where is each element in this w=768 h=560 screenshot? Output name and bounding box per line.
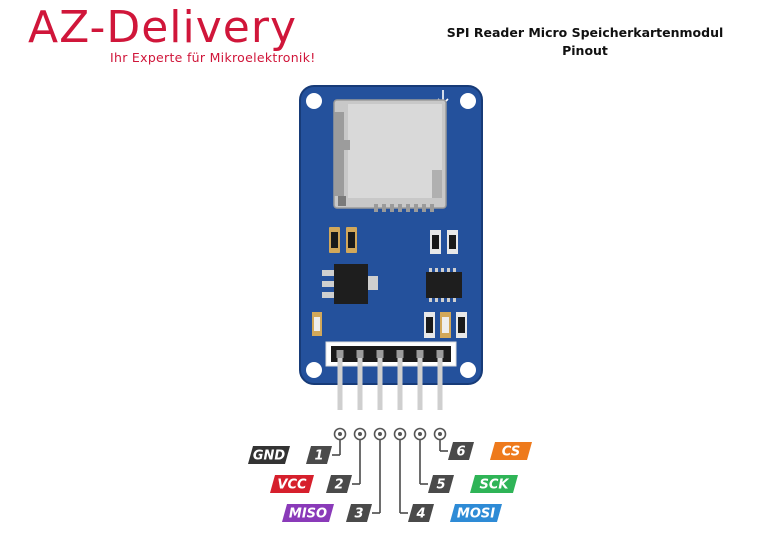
- mounting-hole: [306, 93, 322, 109]
- pin-number-tag: [306, 446, 332, 464]
- pin-number: 4: [415, 507, 425, 522]
- title-line-1: SPI Reader Micro Speicherkartenmodul: [446, 25, 724, 40]
- pin-name-tag: [490, 442, 532, 460]
- micro-sd-slot: [333, 99, 447, 212]
- pin-leg: [337, 352, 343, 410]
- pin-name: VCC: [277, 478, 307, 493]
- pin-name-tag: [282, 504, 334, 522]
- pin-number: 3: [354, 507, 363, 522]
- page-title: SPI Reader Micro Speicherkartenmodul Pin…: [420, 24, 750, 60]
- pin-number: 5: [436, 478, 445, 493]
- mounting-hole: [460, 93, 476, 109]
- pin-hole-center: [338, 432, 342, 436]
- mounting-hole: [460, 362, 476, 378]
- pin-name: MISO: [289, 507, 327, 522]
- pin-callout-gnd: 1 GND: [248, 350, 347, 464]
- pin-leg: [417, 352, 423, 410]
- pin-name: GND: [253, 449, 286, 464]
- pin-callout-vcc: 2 VCC: [270, 350, 367, 493]
- pin-number: 6: [456, 445, 465, 460]
- pin-solder: [356, 350, 364, 358]
- pins-layer: 1 GND 2 VCC 3 MISO 4 MOSI 5 SCK 6 CS: [248, 350, 532, 522]
- pin-number: 1: [314, 449, 323, 464]
- voltage-regulator: [322, 264, 378, 304]
- level-shifter-chip: [426, 268, 462, 302]
- pin-leg: [377, 352, 383, 410]
- pin-solder: [416, 350, 424, 358]
- pin-number-tag: [346, 504, 372, 522]
- pin-name-tag: [270, 475, 314, 493]
- pin-name: SCK: [480, 478, 510, 493]
- smd-component: [329, 227, 357, 253]
- mounting-hole: [306, 362, 322, 378]
- title-line-2: Pinout: [562, 43, 608, 58]
- brand-tagline: Ihr Experte für Mikroelektronik!: [110, 50, 316, 65]
- smd-component: [430, 230, 458, 254]
- pin-hole-center: [358, 432, 362, 436]
- pin-callout-mosi: 4 MOSI: [393, 350, 502, 522]
- pin-number-tag: [428, 475, 454, 493]
- brand-name: AZ-Delivery: [28, 2, 297, 53]
- pin-solder: [376, 350, 384, 358]
- pin-hole-center: [398, 432, 402, 436]
- pin-callout-miso: 3 MISO: [282, 350, 387, 522]
- sd-module-board: [299, 85, 483, 385]
- pin-leg: [357, 352, 363, 410]
- smd-component: [312, 312, 467, 338]
- pin-name-tag: [450, 504, 502, 522]
- pin-name-tag: [470, 475, 518, 493]
- pin-solder: [436, 350, 444, 358]
- pin-leg: [397, 352, 403, 410]
- pin-number: 2: [334, 478, 343, 493]
- pin-solder: [336, 350, 344, 358]
- pin-name: CS: [502, 445, 520, 460]
- pin-hole-center: [438, 432, 442, 436]
- pin-callout-cs: 6 CS: [433, 350, 532, 460]
- pin-leg: [437, 352, 443, 410]
- pin-name-tag: [248, 446, 290, 464]
- pin-name: MOSI: [457, 507, 495, 522]
- pin-number-tag: [408, 504, 434, 522]
- pin-number-tag: [448, 442, 474, 460]
- pin-solder: [396, 350, 404, 358]
- brand-logo: AZ-Delivery Ihr Experte für Mikroelektro…: [28, 2, 348, 68]
- pin-hole-center: [418, 432, 422, 436]
- pin-callout-sck: 5 SCK: [413, 350, 518, 493]
- pin-hole-center: [378, 432, 382, 436]
- pin-number-tag: [326, 475, 352, 493]
